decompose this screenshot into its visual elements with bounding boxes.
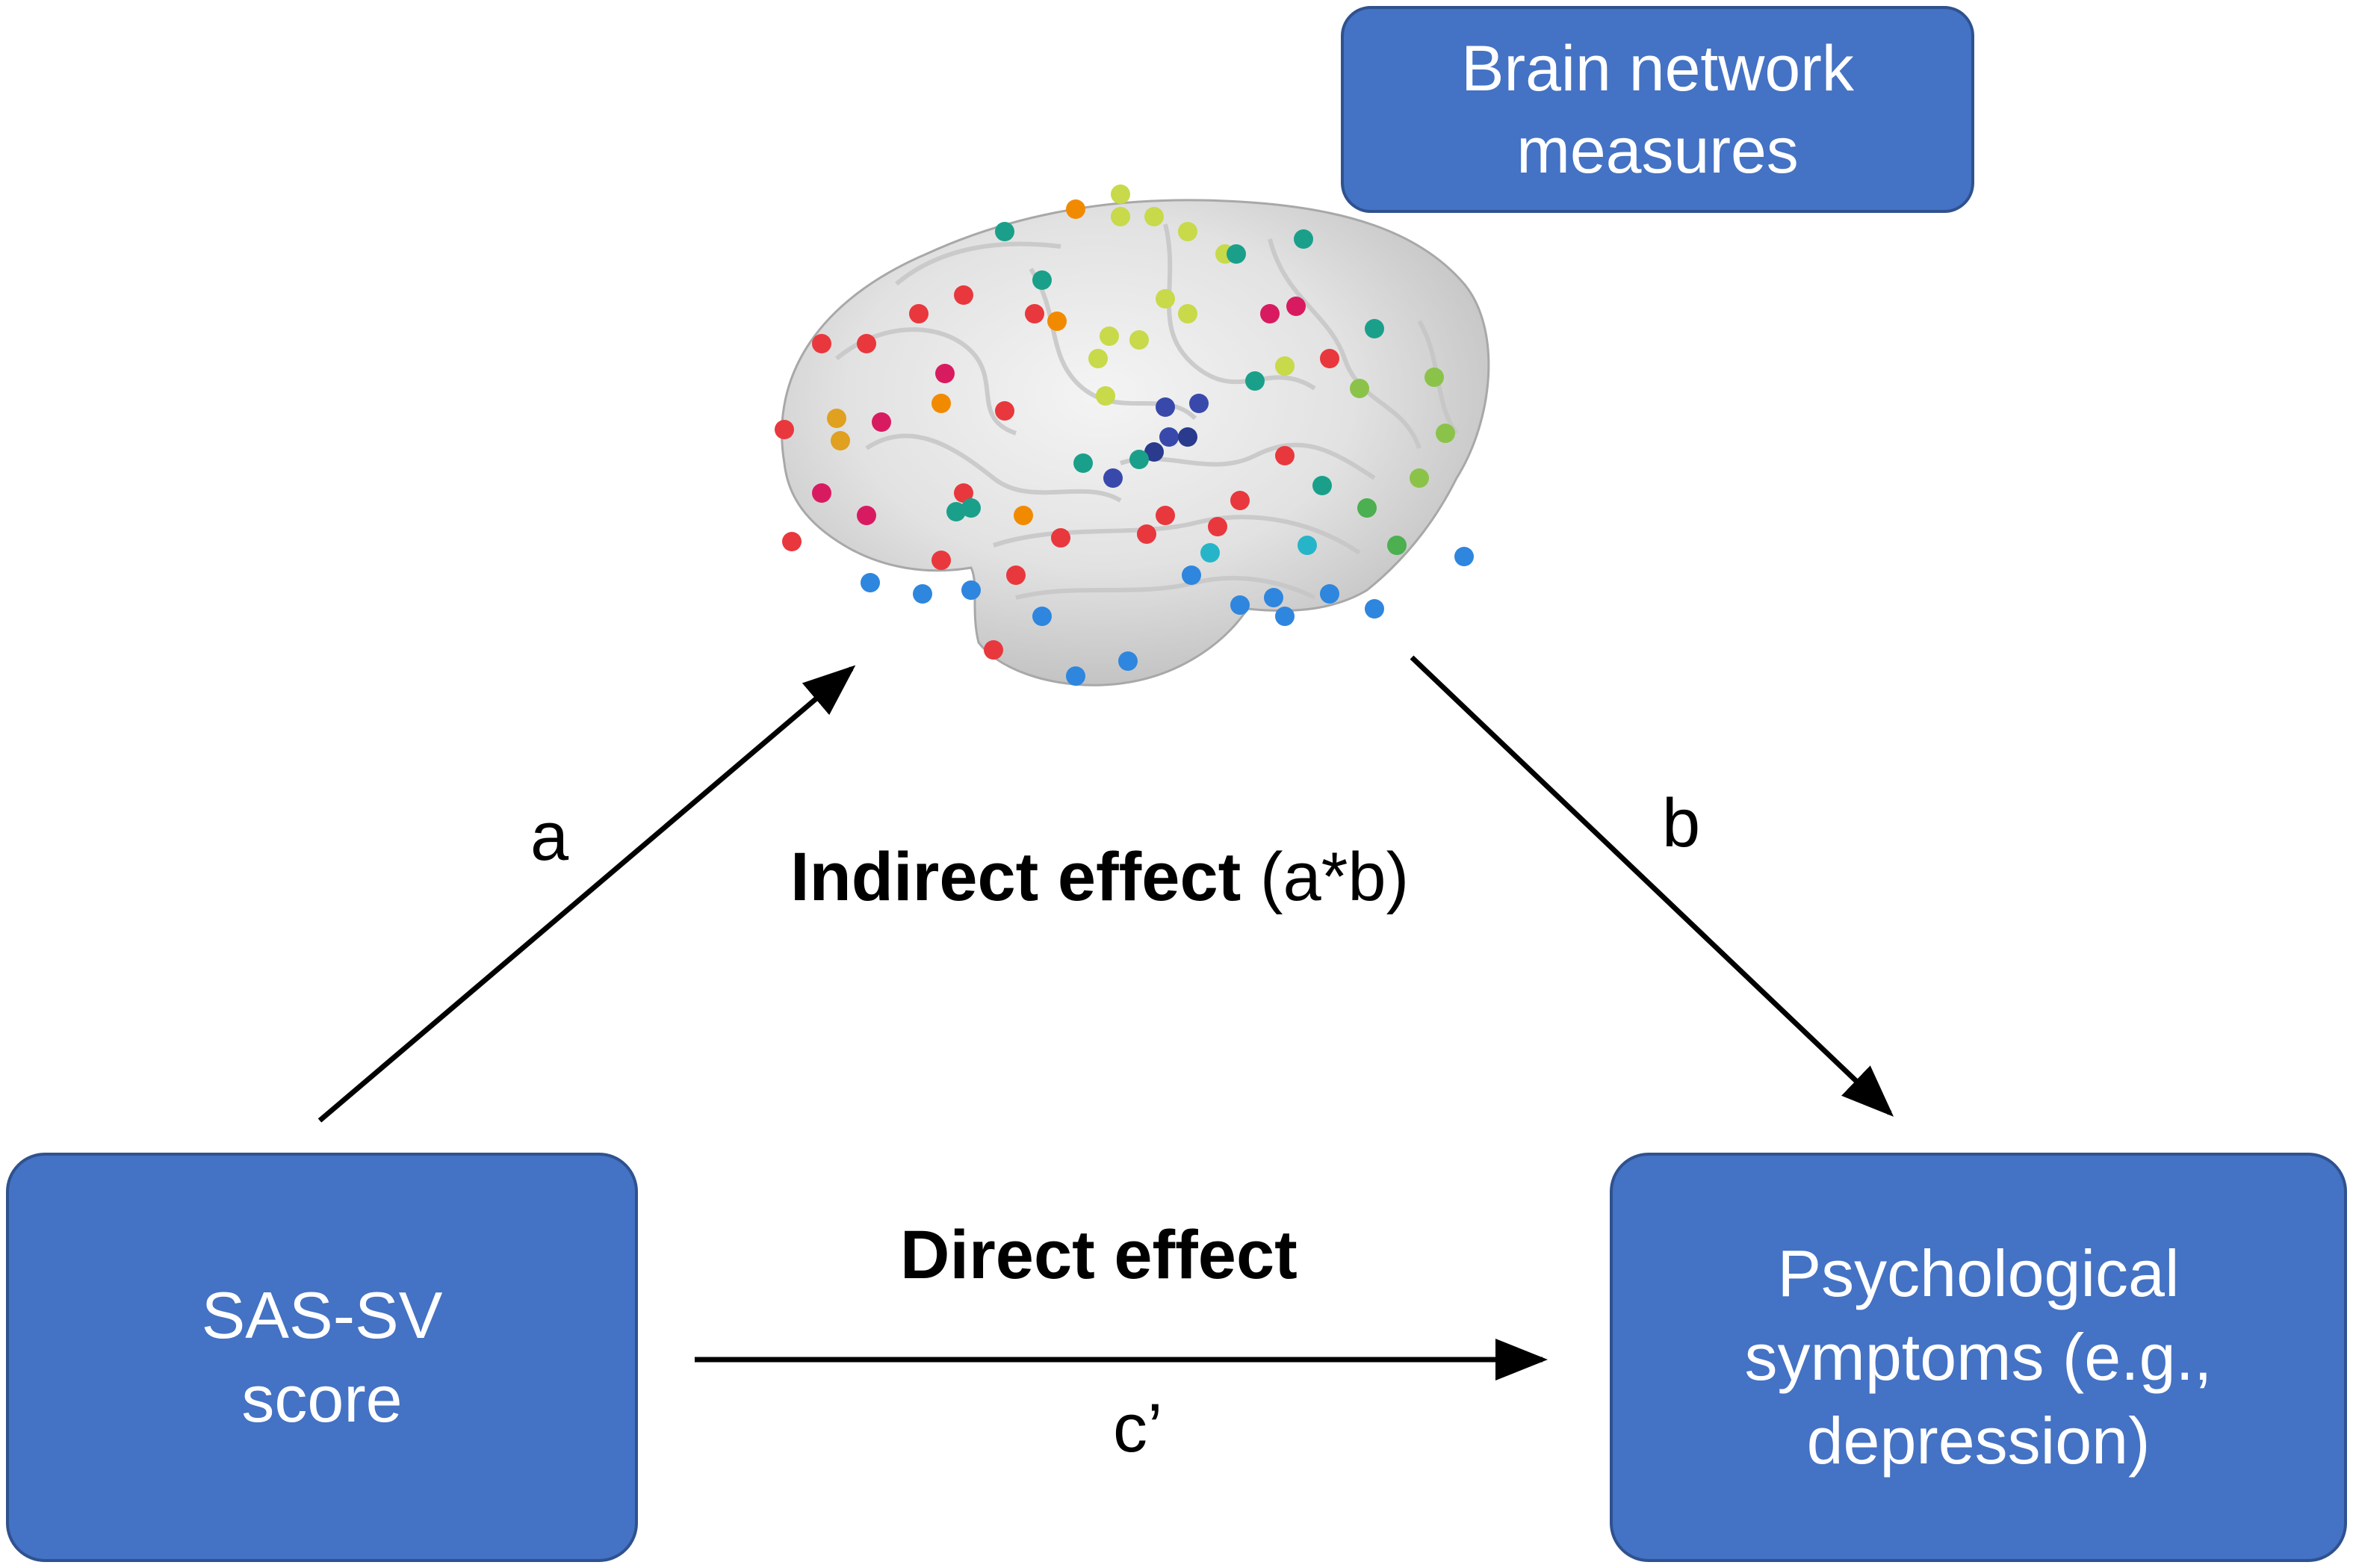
brain-outline <box>781 199 1490 687</box>
mediator-box: Brain network measures <box>1341 6 1974 213</box>
path-a-label: a <box>530 799 569 875</box>
path-b-label: b <box>1662 785 1701 861</box>
outcome-box: Psychological symptoms (e.g., depression… <box>1610 1153 2347 1562</box>
predictor-box: SAS-SV score <box>6 1153 638 1562</box>
outcome-label: Psychological symptoms (e.g., depression… <box>1744 1236 2213 1478</box>
indirect-effect-label: Indirect effect (a*b) <box>790 838 1409 917</box>
arrow-a <box>317 665 856 1123</box>
mediator-label: Brain network measures <box>1461 32 1854 187</box>
predictor-label: SAS-SV score <box>201 1278 443 1436</box>
brain-nodes <box>775 185 1474 686</box>
indirect-effect-title: Indirect effect <box>790 839 1241 915</box>
arrow-b <box>1410 655 1894 1117</box>
brain-network-icon <box>775 185 1490 687</box>
direct-effect-label: Direct effect <box>900 1217 1298 1293</box>
path-c-prime-label: c’ <box>1113 1390 1163 1466</box>
indirect-effect-formula: (a*b) <box>1241 839 1410 915</box>
